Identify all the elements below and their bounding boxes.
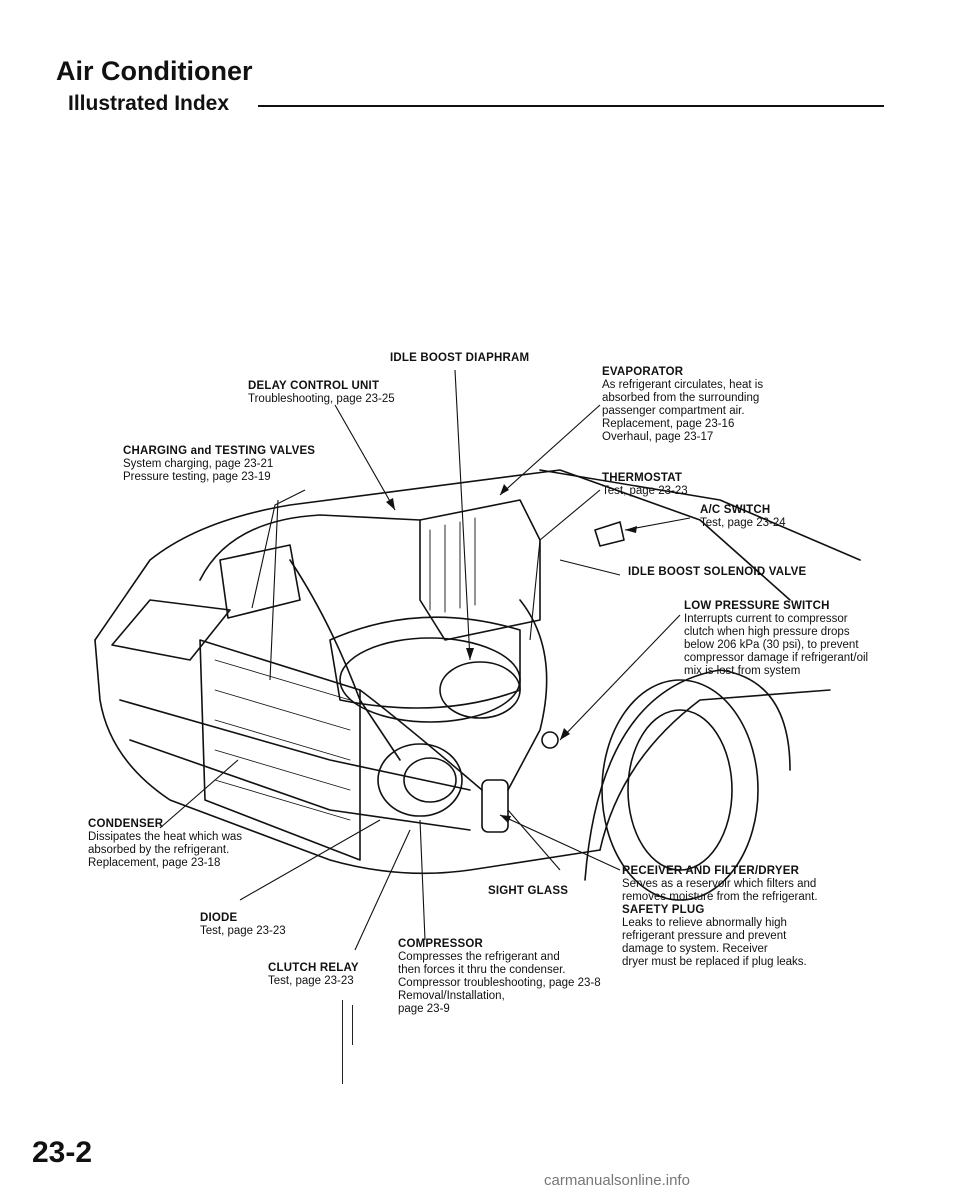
refrigerant-line-4 [359, 689, 483, 791]
page-number: 23-2 [32, 1136, 93, 1169]
label-evaporator: EVAPORATOR As refrigerant circulates, he… [602, 366, 764, 443]
refrigerant-line-3 [507, 599, 548, 791]
label-charging-testing-valves: CHARGING and TESTING VALVES System charg… [123, 445, 316, 483]
wheel-arch [584, 669, 791, 881]
headlight [111, 599, 231, 661]
label-diode: DIODE Test, page 23-23 [200, 912, 286, 937]
page-title: Air Conditioner [56, 56, 253, 86]
evaporator-housing [419, 499, 541, 641]
label-clutch-relay: CLUTCH RELAY Test, page 23-23 [268, 962, 359, 987]
label-condenser: CONDENSER Dissipates the heat which was … [88, 818, 243, 869]
receiver-dryer [481, 779, 509, 833]
refrigerant-line-2 [289, 559, 401, 761]
condenser-core [199, 639, 361, 861]
label-ac-switch: A/C SWITCH Test, page 23-24 [700, 504, 786, 529]
label-receiver-filter-dryer: RECEIVER AND FILTER/DRYER Serves as a re… [622, 865, 818, 968]
grille-upper [119, 699, 471, 791]
label-sight-glass: SIGHT GLASS [488, 885, 569, 897]
compressor-body [377, 743, 463, 817]
windshield-line [539, 469, 861, 561]
hood-outline [94, 469, 791, 641]
section-subtitle: Illustrated Index [68, 92, 230, 115]
margin-mark-2 [352, 1005, 353, 1045]
front-wheel [601, 679, 759, 901]
margin-mark [342, 1000, 343, 1084]
front-wheel-inner [627, 709, 733, 871]
watermark: carmanualsonline.info [544, 1172, 690, 1189]
engine-block [329, 616, 521, 709]
label-idle-boost-diaphragm: IDLE BOOST DIAPHRAM [390, 352, 530, 364]
grille-lower [129, 739, 471, 831]
label-delay-control-unit: DELAY CONTROL UNIT Troubleshooting, page… [248, 380, 395, 405]
fender-right [599, 689, 831, 851]
battery [219, 544, 301, 619]
refrigerant-line-1 [199, 514, 421, 581]
low-pressure-switch [541, 731, 559, 749]
ac-switch-body [594, 521, 625, 547]
compressor-clutch [403, 757, 457, 803]
label-compressor: COMPRESSOR Compresses the refrigerant an… [398, 938, 601, 1015]
label-safety-plug: SAFETY PLUG [622, 904, 705, 916]
header-rule [258, 105, 884, 107]
label-idle-boost-solenoid-valve: IDLE BOOST SOLENOID VALVE [628, 566, 807, 578]
label-low-pressure-switch: LOW PRESSURE SWITCH Interrupts current t… [684, 600, 869, 677]
label-thermostat: THERMOSTAT Test, page 23-23 [602, 472, 688, 497]
valve-cover [439, 661, 521, 719]
front-bumper [94, 639, 601, 875]
